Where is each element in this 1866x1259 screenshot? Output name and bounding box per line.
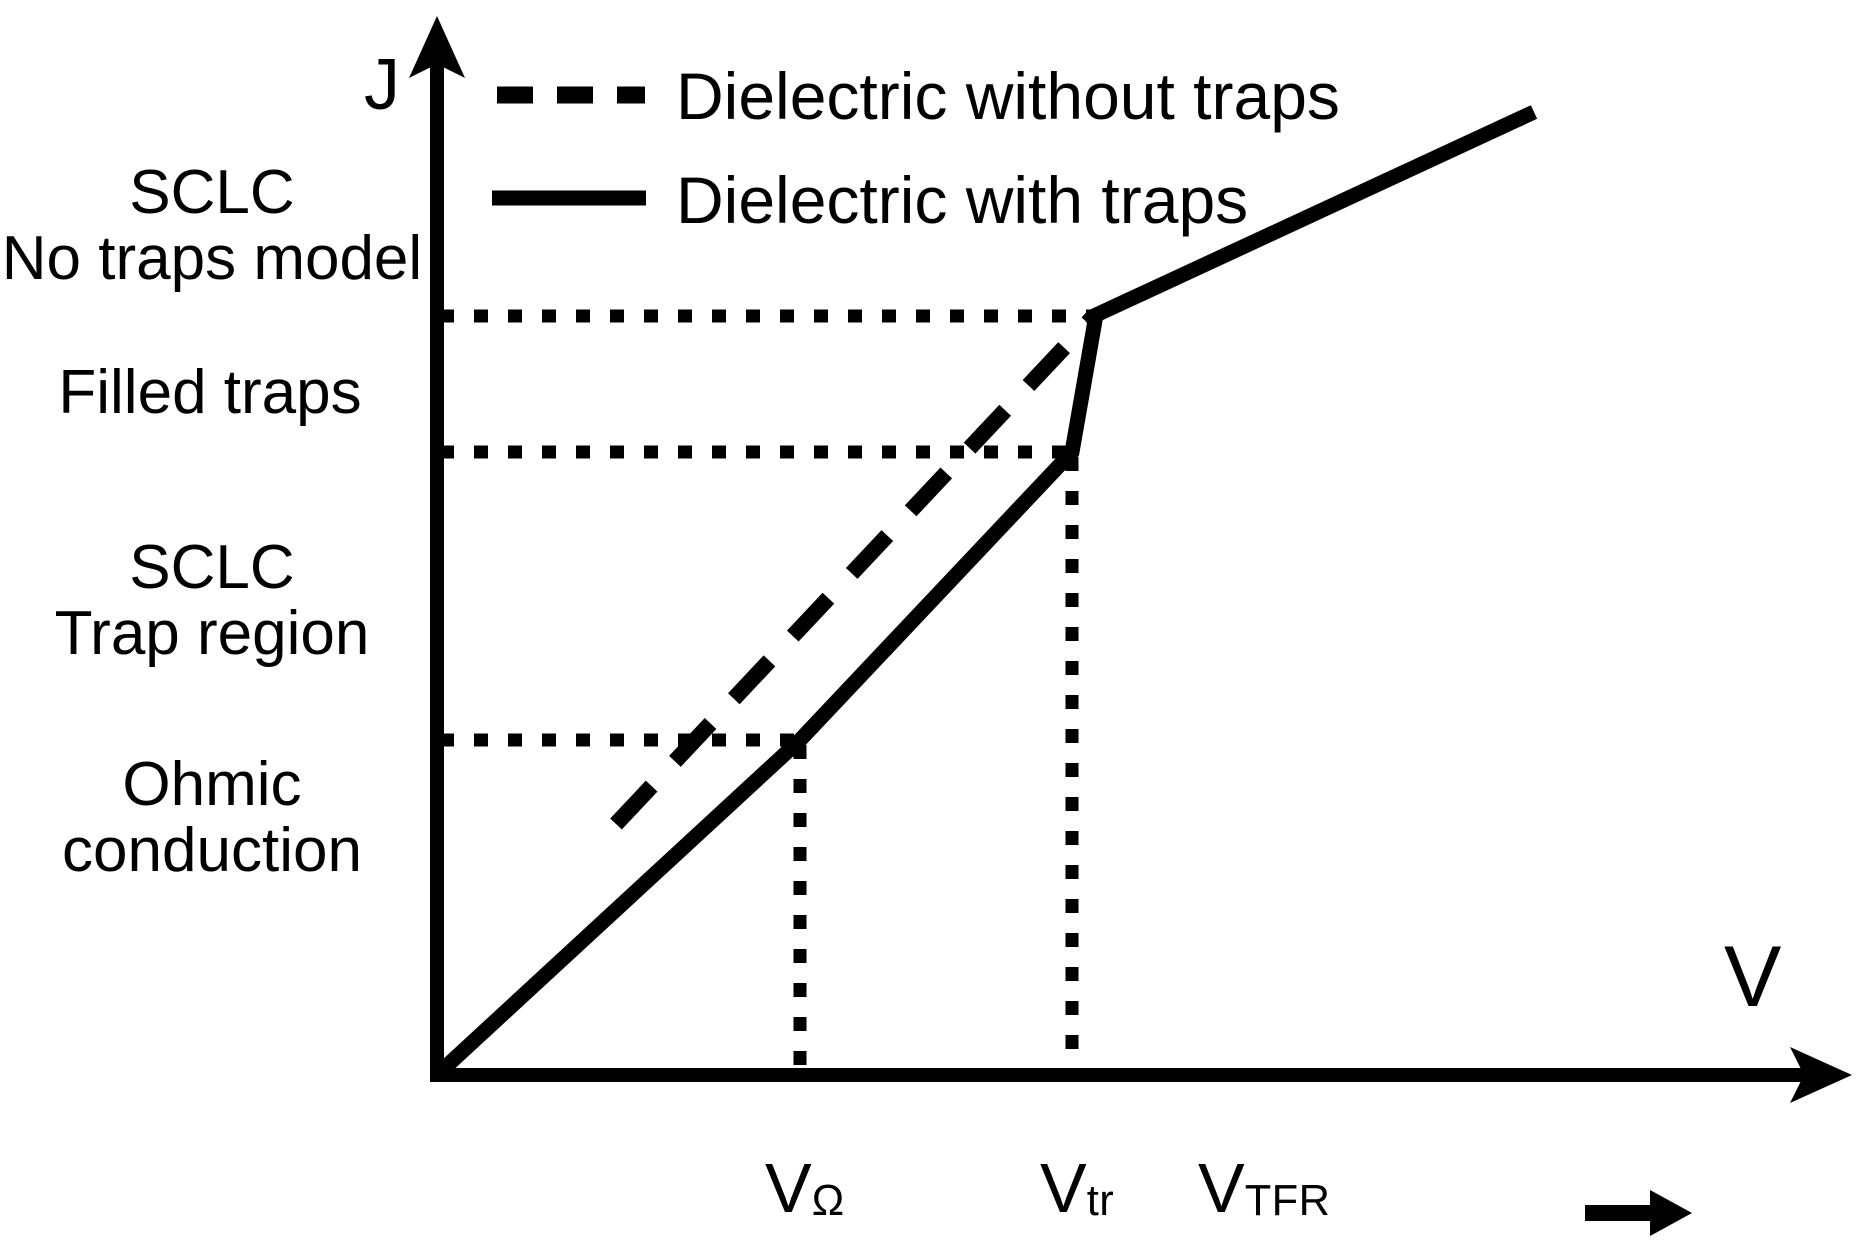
- x-tick-base-v-omega: V: [765, 1149, 812, 1227]
- x-tick-label-v-tr: Vtr: [1040, 1148, 1114, 1228]
- legend-label-dielectric-without-traps: Dielectric without traps: [676, 59, 1340, 133]
- axes-group: [409, 16, 1852, 1103]
- x-tick-label-v-omega: VΩ: [765, 1148, 845, 1228]
- region-label-sclc-trap-region: SCLC Trap region: [54, 533, 370, 669]
- vertical-guide-lines: [793, 457, 1079, 1072]
- x-axis-arrowhead: [1790, 1047, 1852, 1103]
- dashed-curve-path: [610, 312, 1098, 830]
- series-dielectric-without-traps: [610, 312, 1098, 830]
- right-arrow-icon: [1585, 1190, 1692, 1236]
- series-dielectric-with-traps: [433, 105, 1538, 1079]
- legend-label-dielectric-with-traps: Dielectric with traps: [676, 163, 1249, 237]
- x-tick-label-v-tfr: VTFR: [1198, 1148, 1330, 1228]
- x-tick-sub-v-tfr: TFR: [1244, 1177, 1331, 1226]
- x-tick-sub-v-tr: tr: [1086, 1177, 1115, 1226]
- solid-curve-path: [433, 105, 1538, 1079]
- x-axis-label: V: [1724, 929, 1782, 1025]
- x-tick-base-v-tfr: V: [1198, 1149, 1245, 1227]
- legend-swatches: [492, 86, 646, 206]
- x-tick-base-v-tr: V: [1040, 1149, 1087, 1227]
- right-arrow-head: [1650, 1190, 1692, 1236]
- horizontal-guide-lines: [440, 309, 1100, 747]
- region-label-filled-traps: Filled traps: [58, 358, 362, 427]
- region-label-ohmic-conduction: Ohmic conduction: [62, 750, 362, 886]
- y-axis-arrowhead: [409, 16, 465, 78]
- y-axis-label: J: [364, 45, 400, 125]
- region-label-sclc-no-traps: SCLC No traps model: [1, 158, 423, 294]
- x-tick-sub-v-omega: Ω: [811, 1177, 845, 1226]
